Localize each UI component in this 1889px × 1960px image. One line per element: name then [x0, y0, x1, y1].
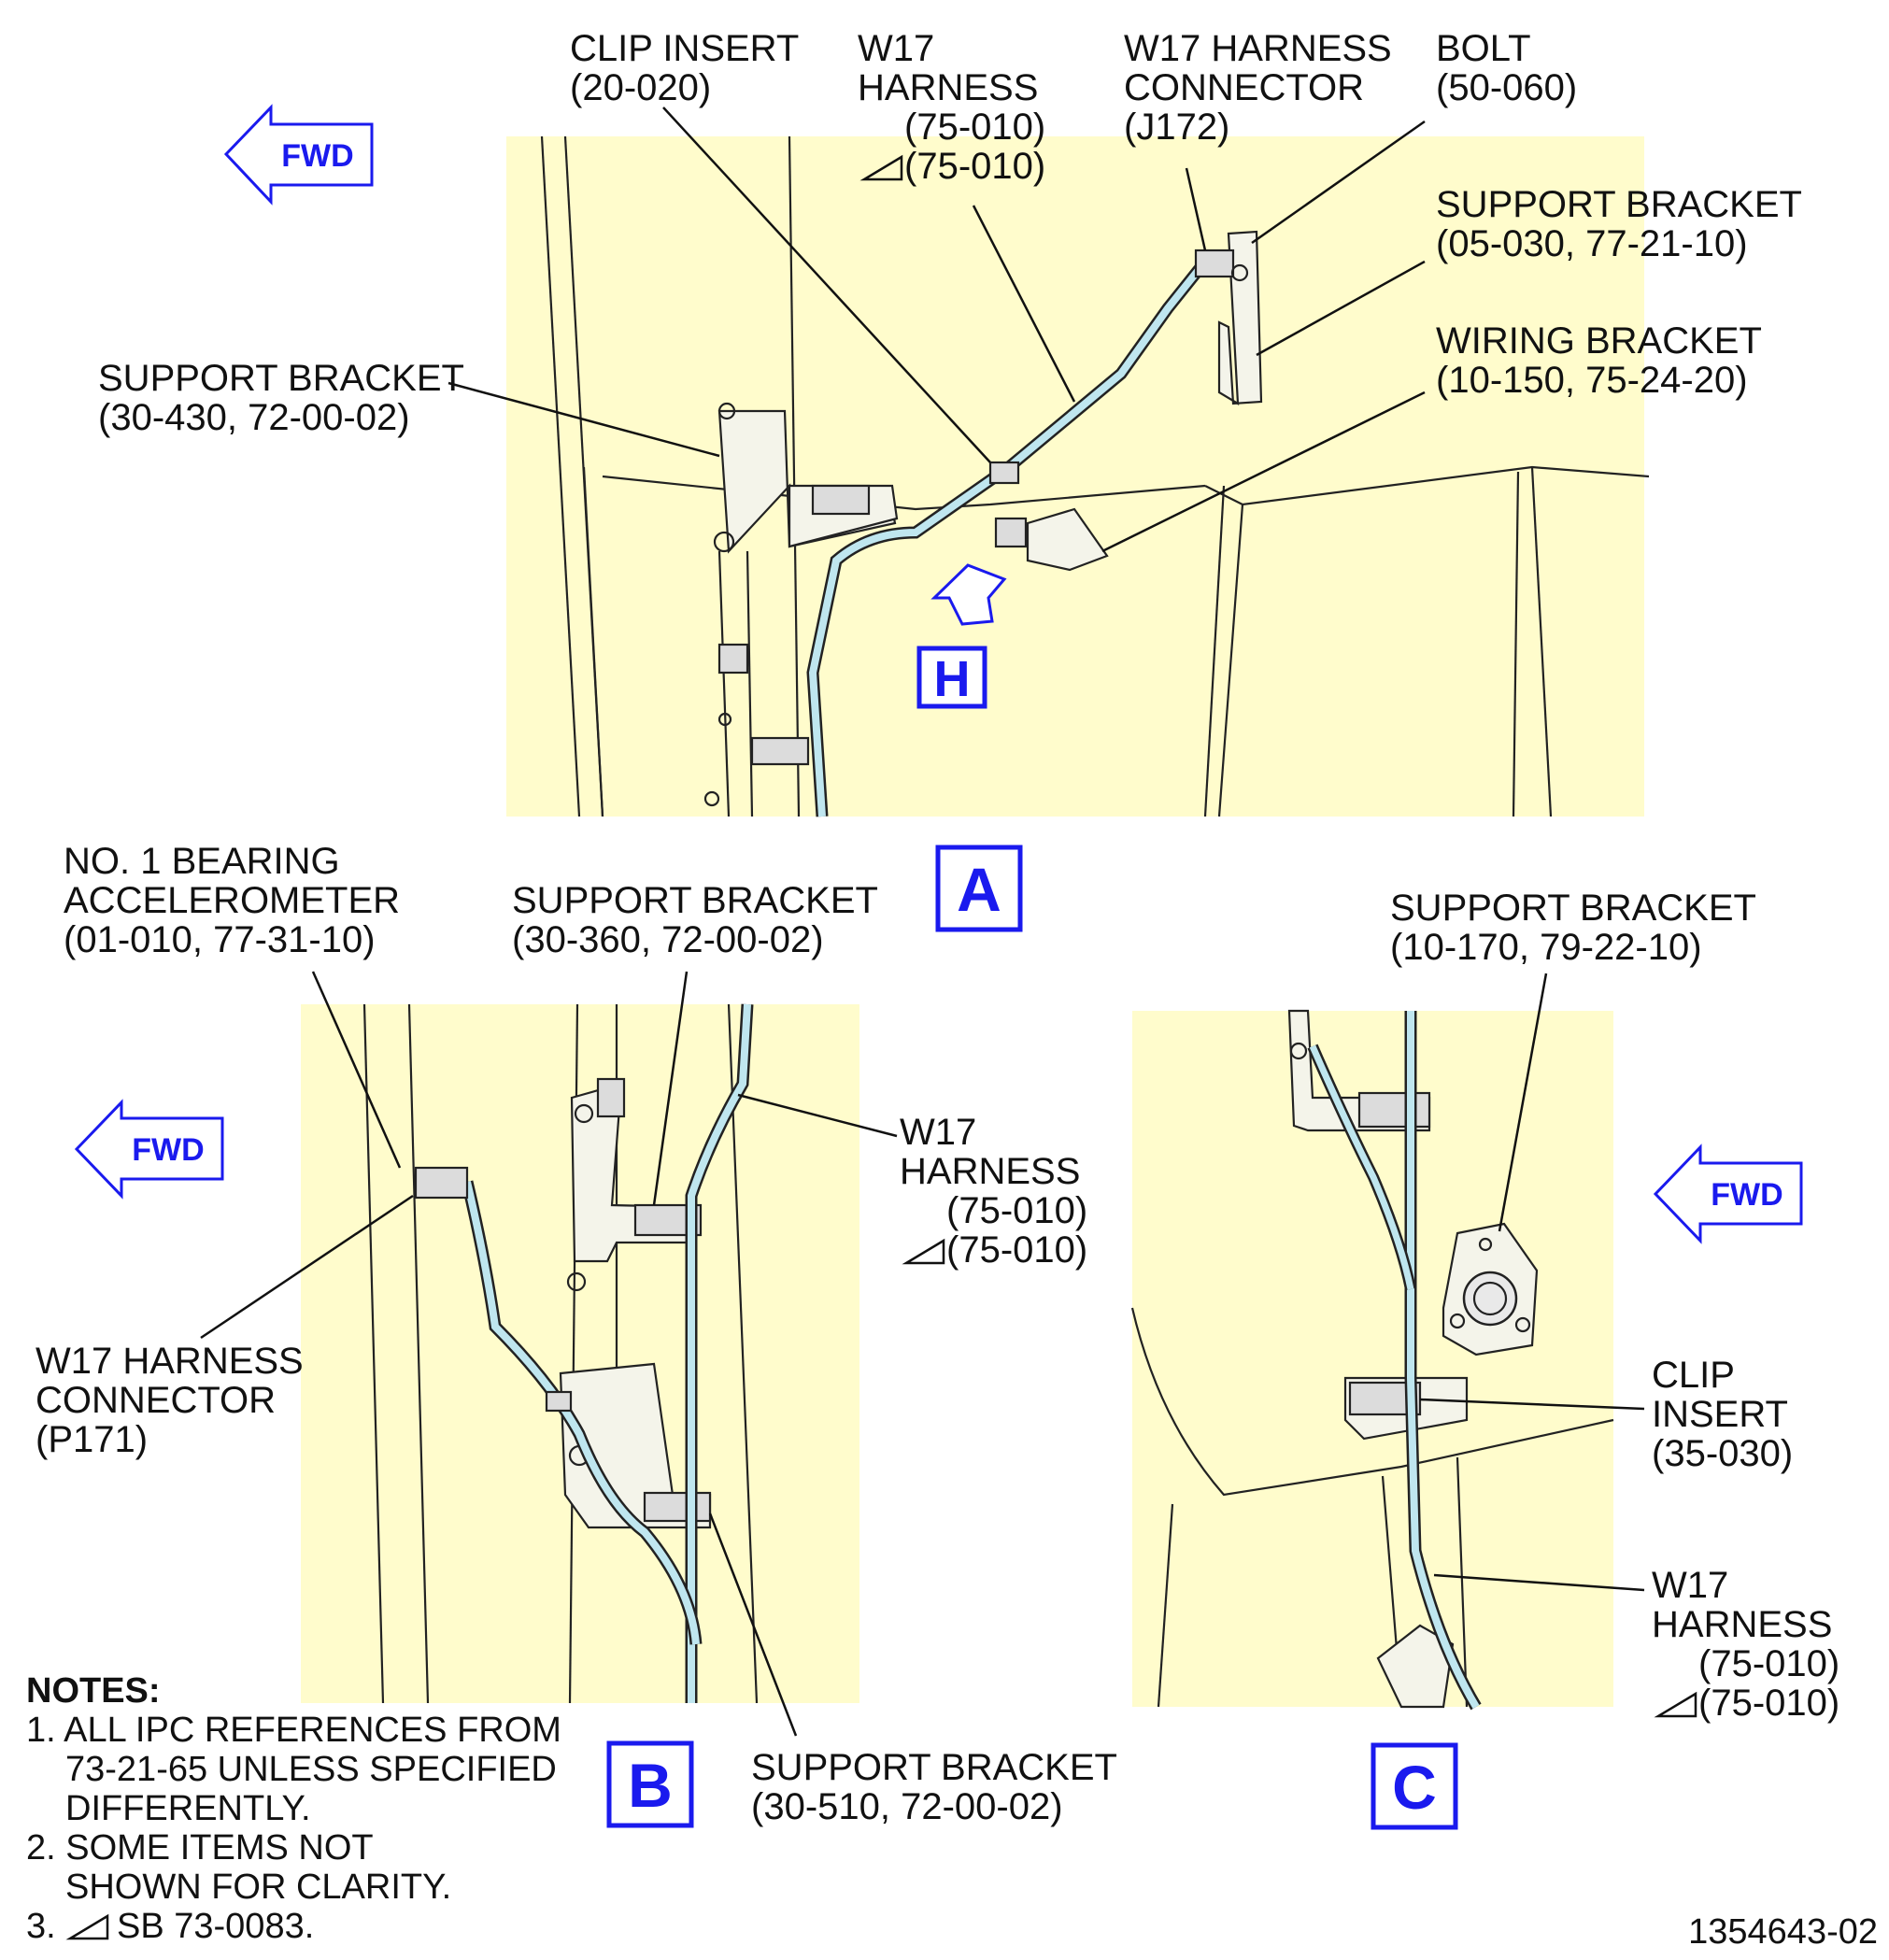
- view-b-letter: B: [628, 1751, 673, 1820]
- label-support-bracket-30-430: SUPPORT BRACKET (30-430, 72-00-02): [98, 358, 474, 438]
- label-w17-connector-b: W17 HARNESS CONNECTOR (P171): [36, 1341, 314, 1460]
- fwd-text-c: FWD: [1711, 1177, 1782, 1213]
- fwd-arrow-view-a: [223, 104, 374, 206]
- label-support-bracket-05-030: SUPPORT BRACKET (05-030, 77-21-10): [1436, 184, 1811, 264]
- notes: NOTES: 1. ALL IPC REFERENCES FROM 73-21-…: [26, 1671, 572, 1946]
- view-c-leaders: [1419, 973, 1645, 1592]
- label-w17-harness-a: W17 HARNESS (75-010) (75-010): [858, 28, 1056, 187]
- fwd-arrow-view-c: [1653, 1143, 1803, 1244]
- view-h-letter: H: [934, 651, 971, 707]
- fwd-text-a: FWD: [281, 138, 353, 174]
- label-support-bracket-30-510: SUPPORT BRACKET (30-510, 72-00-02): [751, 1747, 1127, 1827]
- view-c-case: [1130, 1307, 1614, 1708]
- fwd-arrow-view-b: [74, 1099, 224, 1200]
- notes-heading: NOTES:: [26, 1671, 161, 1711]
- sb-triangle-b: [902, 1238, 945, 1265]
- label-support-bracket-30-360: SUPPORT BRACKET (30-360, 72-00-02): [512, 880, 888, 960]
- sb-triangle-a: [859, 154, 903, 181]
- w17-harness-view-b: [414, 1003, 754, 1703]
- view-c-letter: C: [1392, 1753, 1437, 1822]
- view-h-box: [916, 646, 987, 709]
- label-w17-harness-c: W17 HARNESS (75-010) (75-010): [1652, 1565, 1850, 1724]
- svg-text:FWD: FWD: [281, 138, 353, 174]
- label-clip-insert-c: CLIP INSERT (35-030): [1652, 1355, 1797, 1474]
- view-a-leaders: [447, 107, 1426, 553]
- support-bracket-30-430: [703, 402, 899, 817]
- label-accelerometer: NO. 1 BEARING ACCELEROMETER (01-010, 77-…: [64, 841, 410, 960]
- label-clip-insert-a: CLIP INSERT (20-020): [570, 28, 809, 108]
- sb-triangle-c: [1654, 1691, 1697, 1718]
- support-bracket-05-030: [1194, 230, 1263, 406]
- sb-triangle-notes: [65, 1913, 109, 1940]
- label-support-bracket-10-170: SUPPORT BRACKET (10-170, 79-22-10): [1390, 888, 1766, 968]
- fwd-text-b: FWD: [132, 1132, 204, 1168]
- view-h-indicator: [916, 563, 1007, 709]
- view-a: [223, 104, 1650, 932]
- w17-harness-view-c: [1307, 1011, 1482, 1711]
- view-b-leaders: [200, 971, 898, 1737]
- notes-body: 1. ALL IPC REFERENCES FROM 73-21-65 UNLE…: [26, 1711, 572, 1946]
- view-a-letter: A: [957, 855, 1001, 924]
- label-w17-harness-b: W17 HARNESS (75-010) (75-010): [900, 1112, 1098, 1271]
- view-b-box: [606, 1740, 694, 1828]
- figure-number: 1354643-02: [1688, 1912, 1878, 1952]
- label-wiring-bracket: WIRING BRACKET (10-150, 75-24-20): [1436, 320, 1771, 401]
- label-bolt: BOLT (50-060): [1436, 28, 1577, 108]
- w17-harness-view-a: [806, 257, 1211, 817]
- label-w17-connector-a: W17 HARNESS CONNECTOR (J172): [1124, 28, 1402, 148]
- view-b: [74, 971, 898, 1828]
- view-c-box: [1371, 1742, 1458, 1830]
- wiring-bracket-10-150: [1026, 507, 1109, 572]
- view-a-box: [935, 845, 1023, 932]
- view-c: [1130, 973, 1803, 1830]
